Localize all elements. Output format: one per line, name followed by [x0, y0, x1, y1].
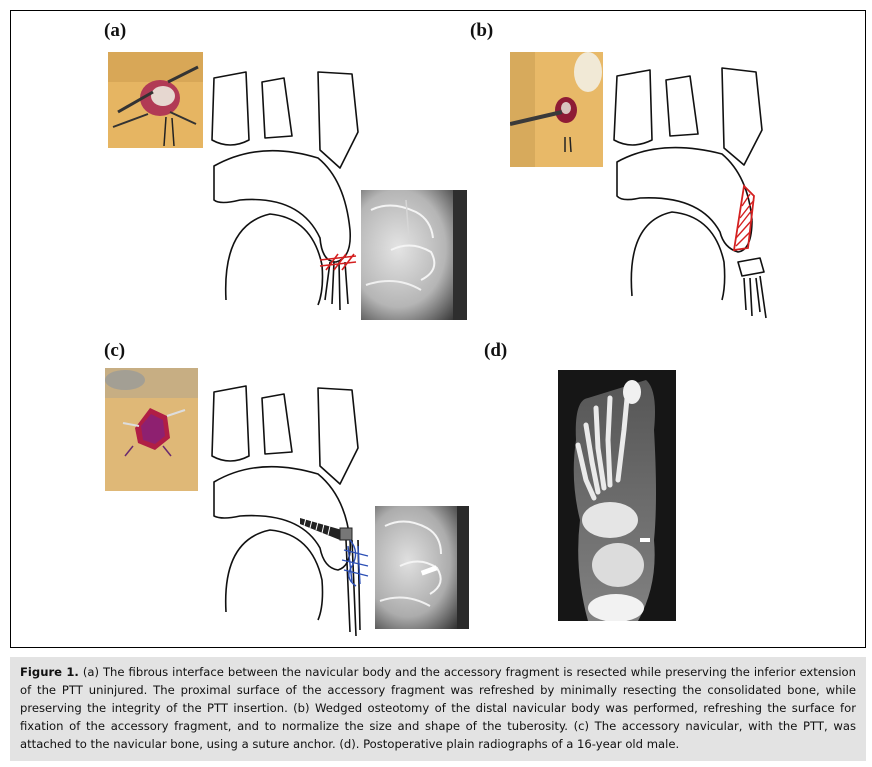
- panel-d-foot-radiograph: [558, 370, 676, 621]
- panel-c-surgical-photo: [105, 368, 198, 491]
- panel-label-a: (a): [104, 20, 127, 41]
- panel-c-radiograph: [375, 506, 469, 629]
- caption-heading: Figure 1.: [20, 665, 79, 679]
- panel-label-b: (b): [470, 20, 494, 41]
- caption-text: (a) The fibrous interface between the na…: [20, 665, 856, 751]
- panel-label-d: (d): [484, 340, 508, 361]
- panel-b-surgical-photo: [510, 52, 603, 167]
- panel-a-surgical-photo: [108, 52, 203, 148]
- figure-caption: Figure 1. (a) The fibrous interface betw…: [10, 657, 866, 761]
- panel-a-radiograph: [361, 190, 467, 320]
- panel-label-c: (c): [104, 340, 126, 361]
